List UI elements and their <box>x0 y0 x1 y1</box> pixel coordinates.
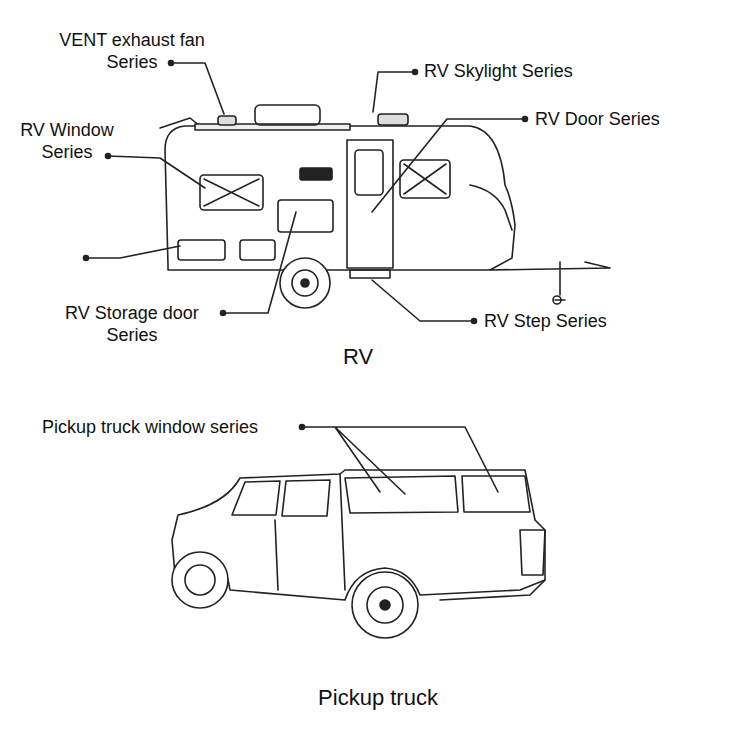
callout-label: RV Window Series <box>8 119 126 163</box>
callout-label: VENT exhaust fan Series <box>46 29 218 73</box>
pickup-leaders <box>300 425 499 495</box>
callout-label: RV Skylight Series <box>424 60 573 82</box>
callout-label: Pickup truck window series <box>42 416 258 438</box>
pickup-drawing <box>172 470 545 638</box>
callout-label: RV Door Series <box>535 108 660 130</box>
leader-lines <box>84 61 528 324</box>
callout-label: RV Storage door Series <box>48 302 216 346</box>
caption-label: RV <box>338 344 378 370</box>
rv-drawing <box>160 105 610 308</box>
caption-label: Pickup truck <box>278 685 478 711</box>
callout-label: RV Step Series <box>484 310 607 332</box>
